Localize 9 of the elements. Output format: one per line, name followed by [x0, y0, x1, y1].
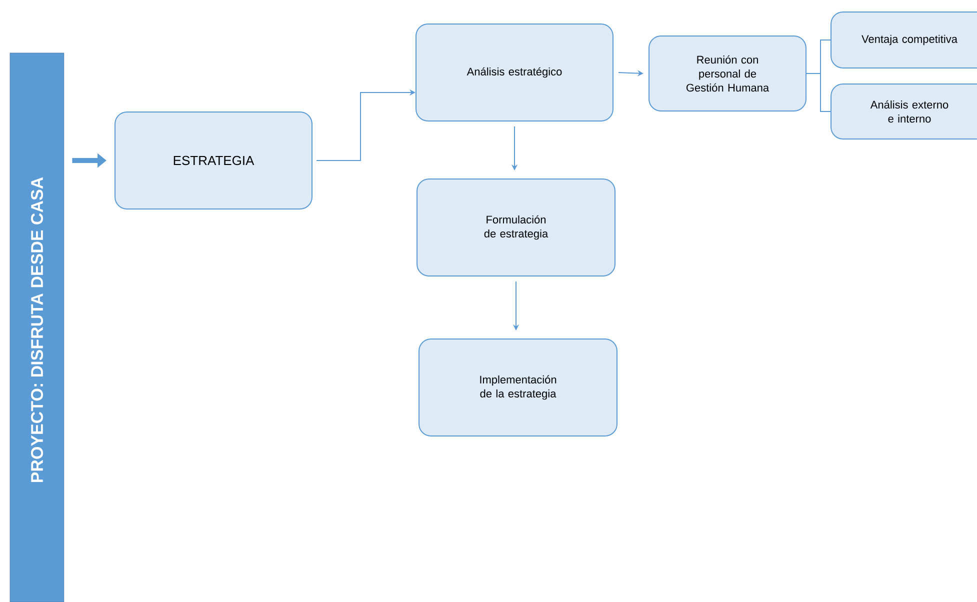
title-band: PROYECTO: DISFRUTA DESDE CASA	[10, 52, 64, 602]
process-box: ESTRATEGIA	[114, 112, 312, 210]
process-box: Análisis externo e interno	[830, 84, 977, 140]
process-box: Análisis estratégico	[416, 24, 614, 122]
connector-line	[806, 73, 831, 112]
process-box: Reunión con personal de Gestión Humana	[648, 36, 806, 112]
process-box: Formulación de estrategia	[416, 178, 616, 276]
process-box: Implementación de la estrategia	[418, 338, 618, 436]
process-box: Ventaja competitiva	[830, 12, 977, 68]
